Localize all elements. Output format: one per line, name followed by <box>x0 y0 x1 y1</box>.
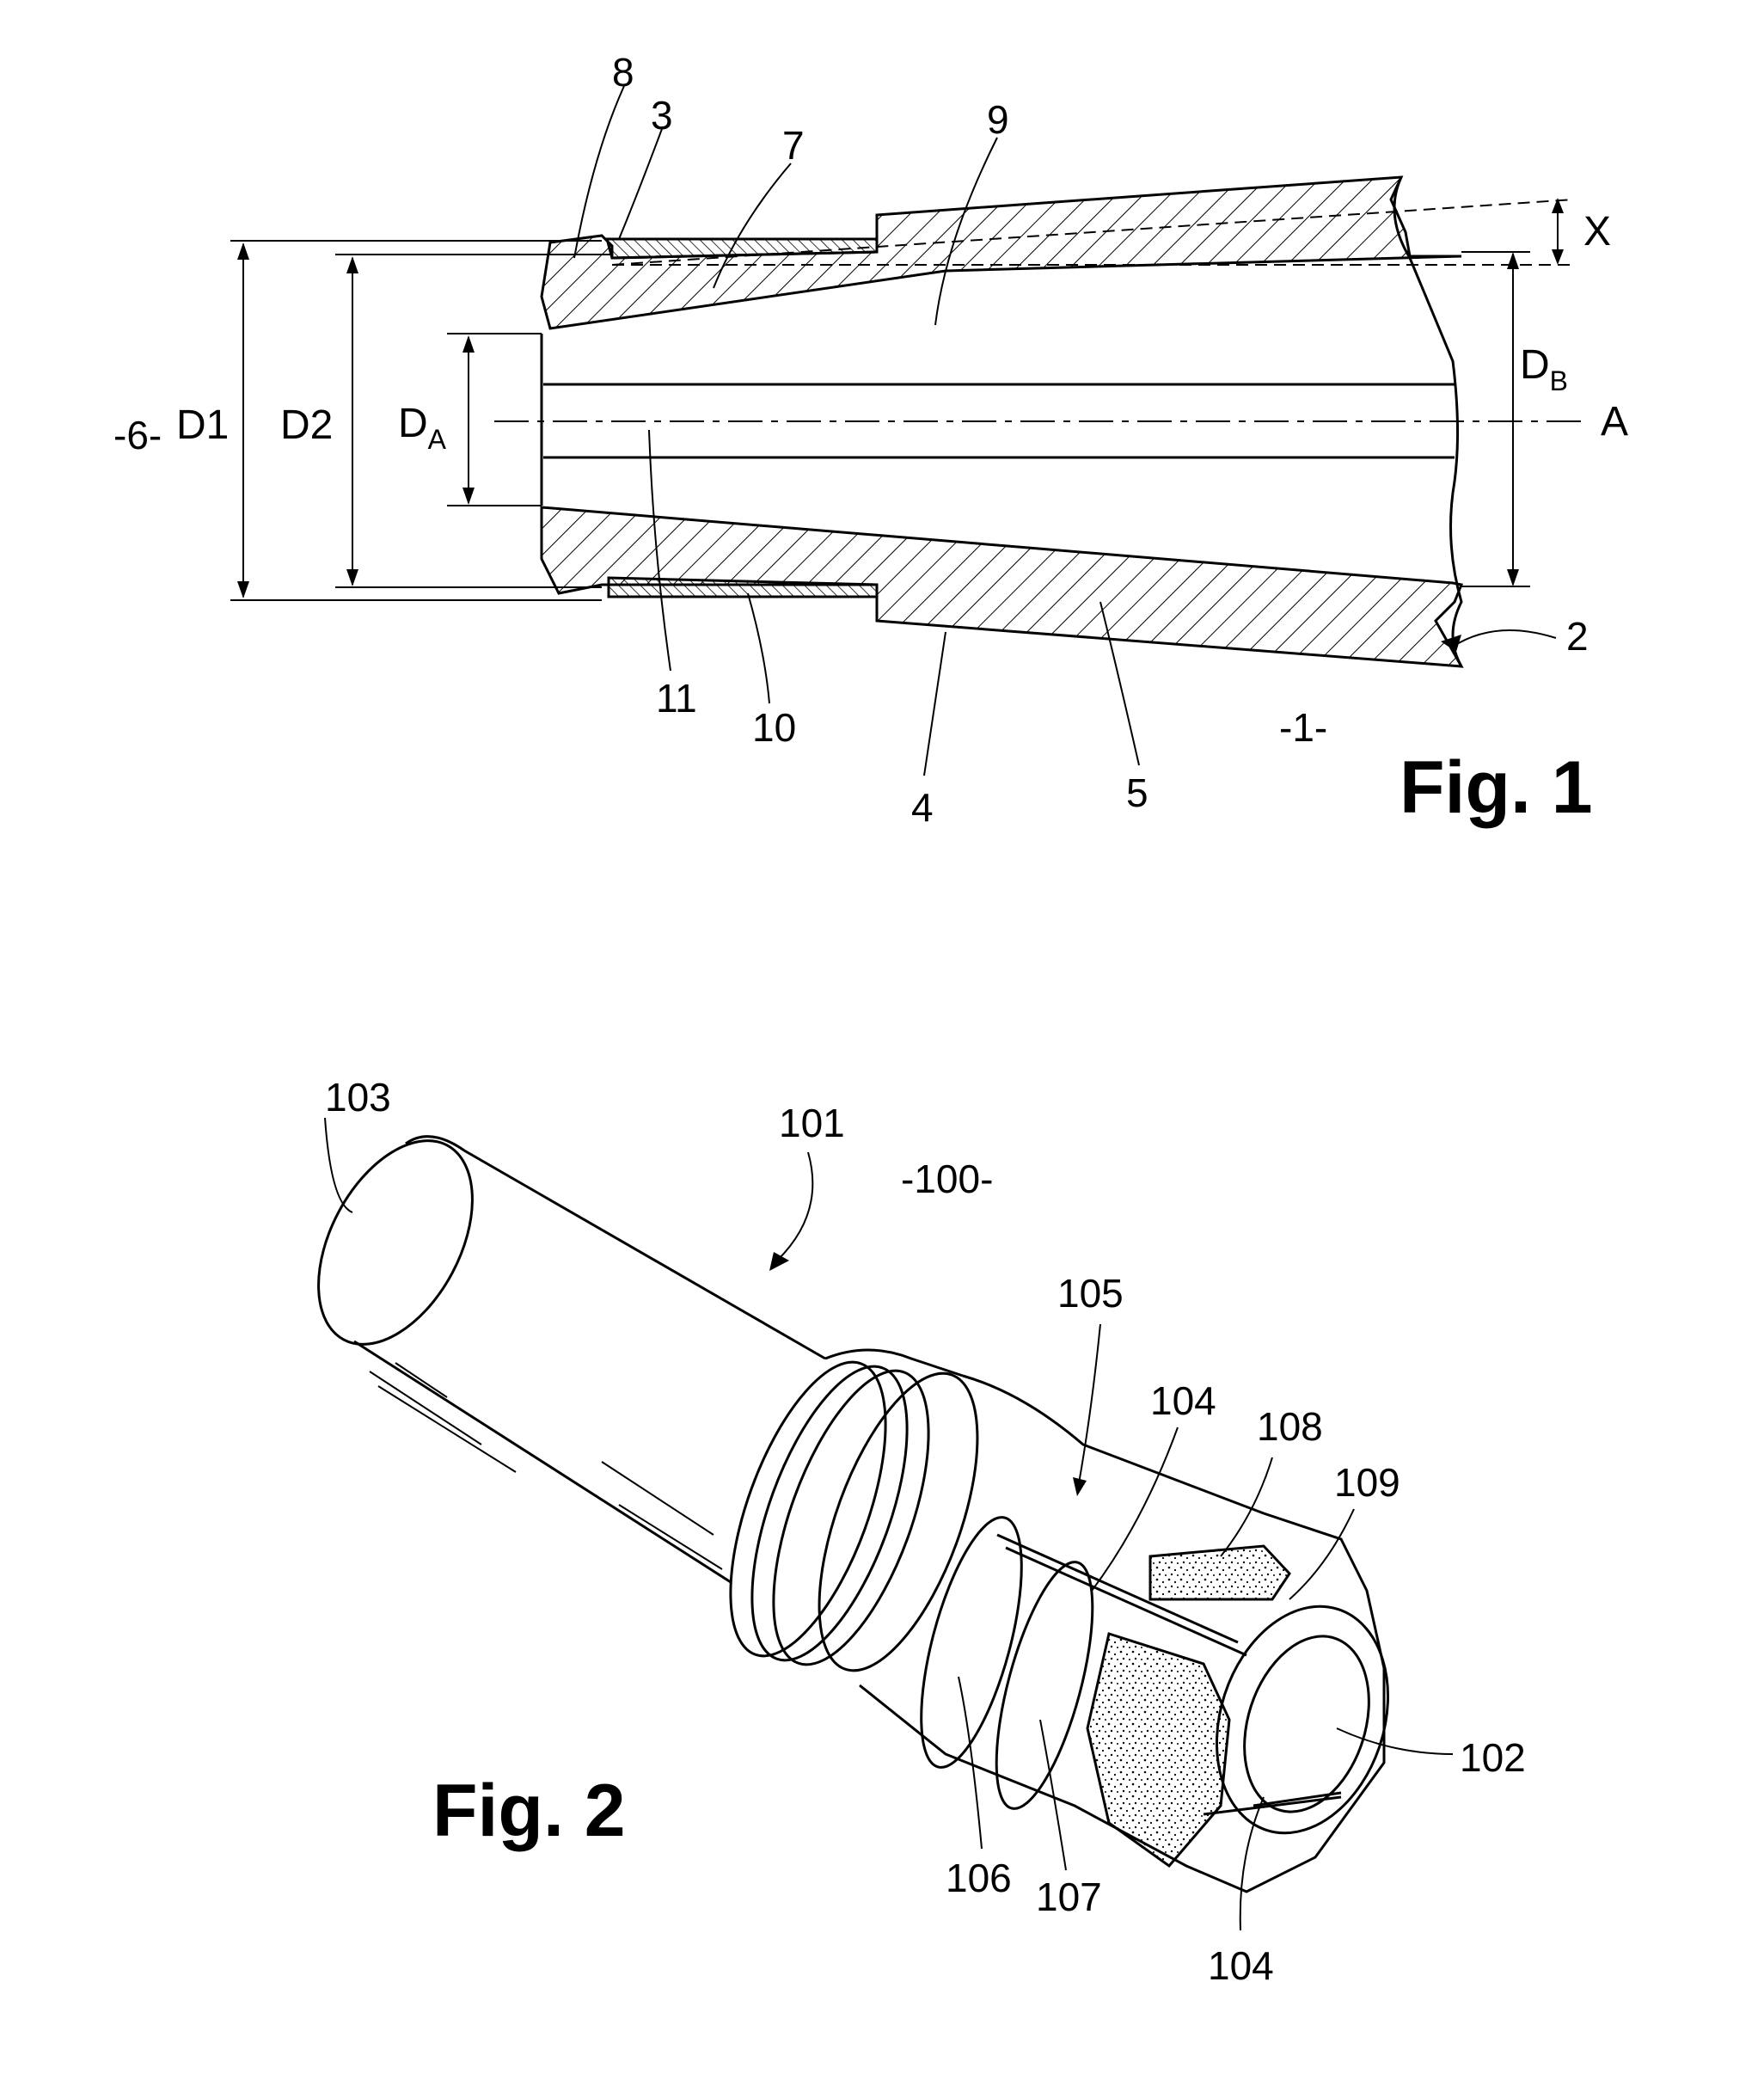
dimension-label-d2: D2 <box>280 402 333 448</box>
figure-2: 103 101 -100- 105 104 108 109 102 106 10… <box>287 1075 1526 1988</box>
figure-1: -6- D1 D2 DA DB X A 8 3 7 9 2 11 10 4 5 … <box>113 50 1628 830</box>
leader-102 <box>1337 1728 1453 1754</box>
figure-2-caption: Fig. 2 <box>432 1770 626 1852</box>
part-label-1: -1- <box>1279 705 1327 750</box>
dimension-label-da: DA <box>398 401 447 455</box>
collet-groove-107 <box>977 1553 1112 1818</box>
leader-10 <box>748 593 769 703</box>
ref-103: 103 <box>325 1075 391 1120</box>
ref-101: 101 <box>779 1101 845 1145</box>
figure-1-caption: Fig. 1 <box>1400 746 1593 829</box>
leader-4 <box>924 632 946 776</box>
assembly-label-100: -100- <box>901 1157 993 1201</box>
dimension-label-db: DB <box>1520 342 1568 396</box>
ref-2: 2 <box>1566 614 1589 659</box>
shank-bottom-edge <box>354 1341 731 1582</box>
ref-3: 3 <box>651 93 673 138</box>
leader-2 <box>1453 630 1556 647</box>
abrasive-band-upper-108 <box>1150 1546 1289 1599</box>
leader-109 <box>1289 1509 1354 1599</box>
d1-arrow-top <box>237 242 249 260</box>
ref-8: 8 <box>612 50 634 95</box>
db-arrow-top <box>1507 252 1519 269</box>
leader-3 <box>619 129 662 239</box>
leader-101-arrow <box>769 1252 789 1271</box>
collar-ring-2 <box>720 1347 940 1679</box>
d2-arrow-top <box>346 256 358 273</box>
x-arrow-bottom <box>1552 249 1564 265</box>
d2-arrow-bottom <box>346 569 358 586</box>
db-arrow-bottom <box>1507 569 1519 586</box>
ref-105: 105 <box>1057 1271 1124 1316</box>
d1-arrow-bottom <box>237 581 249 598</box>
leader-8 <box>574 86 624 258</box>
ref-9: 9 <box>987 97 1009 142</box>
ref-7: 7 <box>782 123 805 168</box>
ref-109: 109 <box>1334 1460 1400 1505</box>
da-arrow-top <box>462 335 475 353</box>
abrasive-band-lower <box>1087 1634 1229 1866</box>
ref-5: 5 <box>1126 770 1148 815</box>
ref-10: 10 <box>752 705 796 750</box>
context-label-6: -6- <box>113 413 162 457</box>
collar-ring-1 <box>699 1343 918 1675</box>
ref-4: 4 <box>911 785 934 830</box>
axis-label-a: A <box>1601 399 1628 445</box>
ref-108: 108 <box>1257 1404 1323 1449</box>
ref-106: 106 <box>946 1856 1012 1900</box>
leader-103 <box>325 1118 352 1212</box>
leader-107 <box>1040 1720 1066 1870</box>
ref-107: 107 <box>1036 1874 1102 1919</box>
ref-104-lower: 104 <box>1208 1943 1274 1988</box>
leader-105 <box>1079 1324 1100 1483</box>
shank-shading-lines <box>370 1363 722 1569</box>
ref-102: 102 <box>1460 1735 1526 1780</box>
dimension-label-d1: D1 <box>176 402 229 448</box>
collar-ring-3 <box>742 1352 961 1684</box>
leader-101 <box>778 1152 812 1260</box>
ref-11: 11 <box>656 676 697 721</box>
dimension-label-x: X <box>1583 209 1611 255</box>
leader-105-arrow <box>1073 1477 1087 1496</box>
da-arrow-bottom <box>462 488 475 505</box>
ref-104-upper: 104 <box>1150 1378 1216 1423</box>
